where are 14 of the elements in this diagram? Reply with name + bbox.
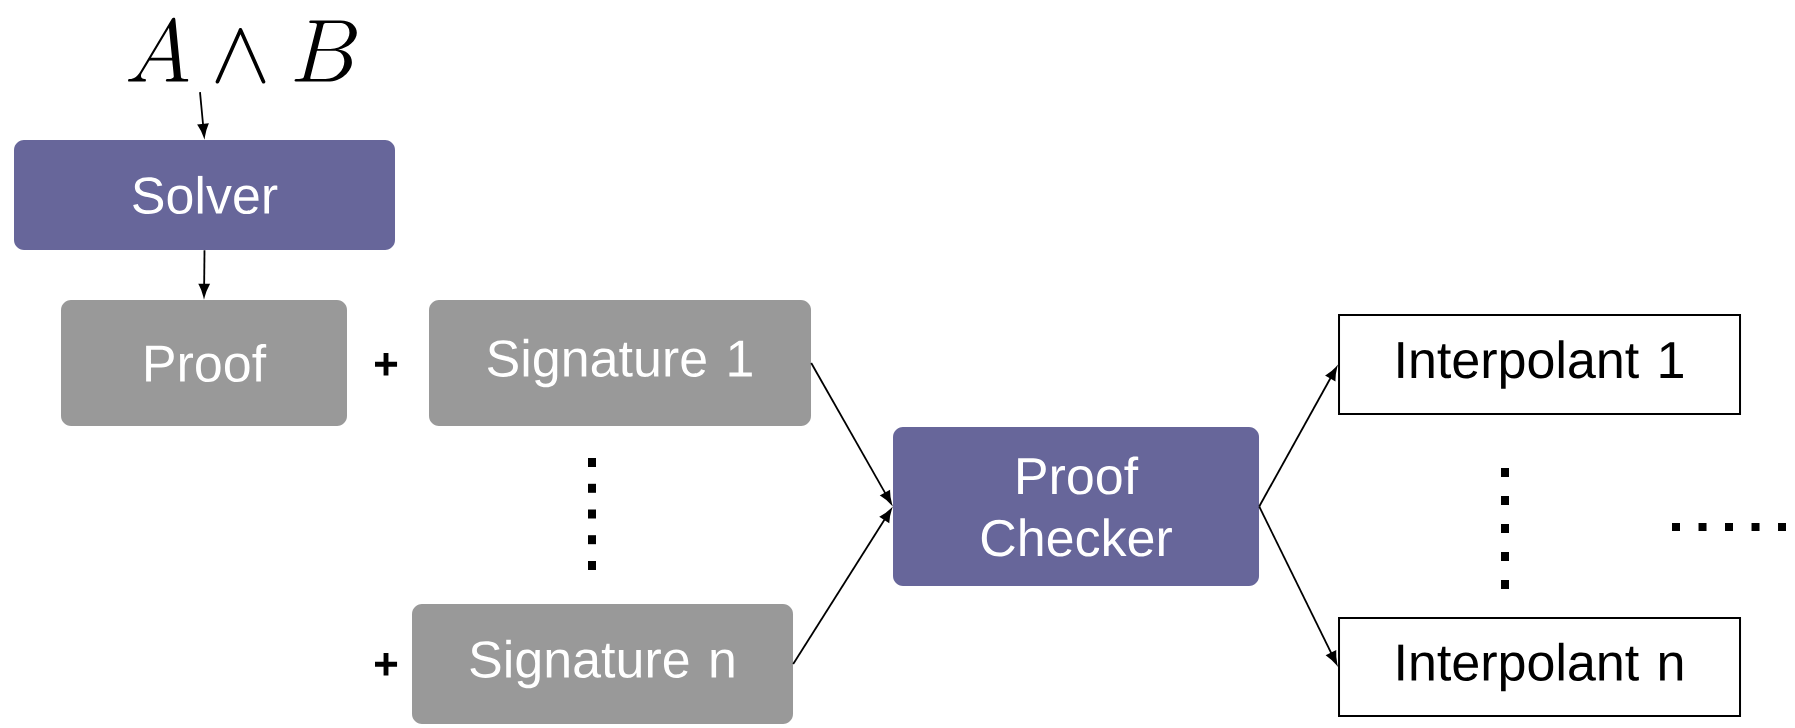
data-box: Signature n <box>412 604 793 724</box>
process-box: Proof Checker <box>893 427 1259 586</box>
arrow <box>1258 505 1338 665</box>
arrow <box>1258 366 1338 508</box>
data-box: Proof <box>61 300 347 426</box>
arrow <box>810 362 892 505</box>
formula: $A \wedge B$ <box>128 17 357 84</box>
plus-sign: + <box>375 353 398 376</box>
data-box: Signature 1 <box>429 300 811 426</box>
process-box: Solver <box>14 140 395 250</box>
arrow <box>198 249 210 297</box>
output-box: Interpolant n <box>1338 617 1742 717</box>
arrow <box>792 508 892 665</box>
output-box: Interpolant 1 <box>1338 314 1742 415</box>
